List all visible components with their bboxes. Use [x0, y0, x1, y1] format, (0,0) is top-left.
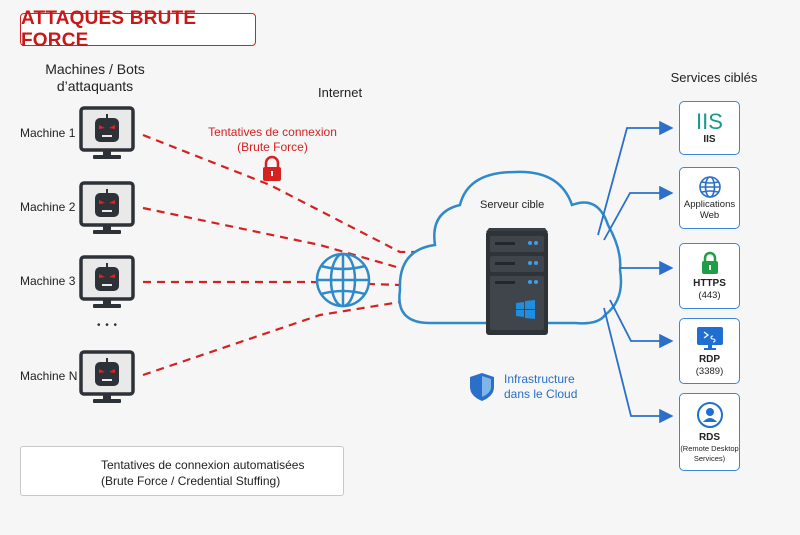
- service-card-iis[interactable]: IIS IIS: [679, 101, 740, 155]
- services-heading: Services ciblés: [670, 70, 758, 85]
- remote-terminal-icon: [696, 326, 723, 350]
- lock-icon: [701, 251, 718, 274]
- attackers-heading-line2: d’attaquants: [56, 78, 134, 94]
- attempt-label-line2: (Brute Force): [237, 140, 308, 154]
- bot-machine-icon: [79, 106, 135, 161]
- bot-machine-icon: [79, 255, 135, 310]
- internet-globe-icon: [315, 252, 371, 308]
- bot-machine-icon: [79, 181, 135, 236]
- target-server-icon: [486, 228, 548, 335]
- legend-line1: Tentatives de connexion automatisées: [101, 458, 305, 472]
- service-card-web-apps[interactable]: Applications Web: [679, 167, 740, 229]
- infrastructure-label: Infrastructure dans le Cloud: [504, 372, 577, 402]
- infra-line2: dans le Cloud: [504, 387, 578, 401]
- iis-logo-icon: IIS: [696, 109, 723, 134]
- diagram-title: ATTAQUES BRUTE FORCE: [20, 8, 256, 51]
- service-sublabel: (3389): [695, 365, 724, 377]
- internet-label: Internet: [318, 85, 363, 100]
- user-circle-icon: [696, 401, 723, 428]
- bot-machine-icon: [79, 350, 135, 405]
- service-link: [603, 307, 674, 424]
- service-link: [609, 299, 674, 349]
- service-sublabel: (Remote Desktop: [680, 443, 739, 453]
- service-label: RDS: [698, 431, 721, 443]
- machine-label: Machine 1: [20, 126, 76, 140]
- service-card-rds[interactable]: RDS (Remote Desktop Services): [679, 393, 740, 471]
- service-card-rdp[interactable]: RDP (3389): [679, 318, 740, 384]
- more-machines-ellipsis: • • •: [97, 320, 119, 331]
- legend-text: Tentatives de connexion automatisées (Br…: [101, 457, 304, 489]
- legend: Tentatives de connexion automatisées (Br…: [20, 446, 344, 496]
- service-label: IIS: [703, 134, 716, 145]
- windows-icon: [516, 300, 535, 319]
- attempt-label-line1: Tentatives de connexion: [208, 125, 337, 139]
- attack-line: [142, 133, 473, 261]
- infra-line1: Infrastructure: [504, 372, 575, 386]
- brute-force-attempt-label: Tentatives de connexion (Brute Force): [200, 125, 345, 155]
- machine-label: Machine 3: [20, 274, 76, 288]
- machine-label: Machine 2: [20, 200, 76, 214]
- legend-line2: (Brute Force / Credential Stuffing): [101, 474, 281, 488]
- service-label: HTTPS: [693, 278, 726, 289]
- globe-icon: [698, 176, 721, 198]
- service-card-https[interactable]: HTTPS (443): [679, 243, 740, 309]
- service-sublabel: Services): [693, 453, 726, 463]
- attackers-heading-line1: Machines / Bots: [45, 61, 145, 77]
- target-server-label: Serveur cible: [480, 199, 545, 211]
- service-label: Applications: [683, 199, 736, 210]
- service-link: [603, 185, 674, 241]
- attackers-heading: Machines / Bots d’attaquants: [30, 61, 160, 95]
- service-link: [597, 120, 674, 236]
- machine-label: Machine N: [20, 369, 78, 383]
- shield-icon: [470, 373, 494, 401]
- service-label: RDP: [698, 353, 721, 365]
- service-sublabel: (443): [698, 290, 721, 301]
- lock-icon: [263, 155, 281, 181]
- service-sublabel: Web: [699, 210, 720, 221]
